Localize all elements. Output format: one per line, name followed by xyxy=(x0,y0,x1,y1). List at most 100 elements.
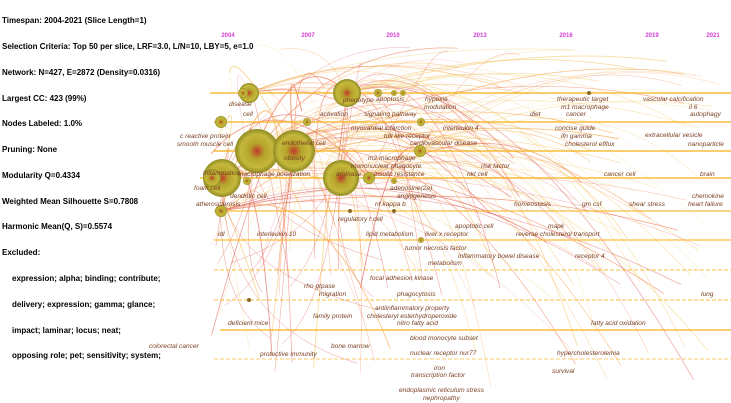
co-occurrence-link xyxy=(248,89,491,214)
year-label: 2007 xyxy=(301,33,315,39)
node-apoptosis[interactable] xyxy=(391,90,397,96)
co-occurrence-link xyxy=(340,71,696,179)
cluster-tracks xyxy=(200,92,731,360)
node-myocardial-infarction[interactable] xyxy=(303,118,311,126)
co-occurrence-link xyxy=(248,65,503,94)
keyword-label: lung xyxy=(701,291,714,298)
co-occurrence-link xyxy=(228,65,295,152)
co-occurrence-link xyxy=(346,83,641,283)
node-lipid-metabolism[interactable] xyxy=(418,237,424,243)
keyword-label: mapk xyxy=(548,223,565,230)
co-occurrence-link xyxy=(419,138,691,275)
node-insulin-resistance[interactable] xyxy=(363,172,375,184)
node-nf-kappa-b[interactable] xyxy=(392,209,396,213)
keyword-label: colorectal cancer xyxy=(149,343,200,350)
keyword-label: arginase xyxy=(336,171,362,178)
co-occurrence-link xyxy=(220,101,714,212)
node-disease[interactable] xyxy=(239,83,259,103)
co-occurrence-link xyxy=(220,187,548,243)
keyword-label: macrophage polarization xyxy=(238,171,311,178)
keyword-label: nanoparticle xyxy=(688,141,724,148)
co-occurrence-link xyxy=(346,76,639,152)
node-adenosine[interactable] xyxy=(391,178,397,184)
co-occurrence-link xyxy=(419,145,628,239)
co-occurrence-link xyxy=(220,195,678,231)
node-endothelial-cell[interactable] xyxy=(273,130,315,172)
year-label: 2013 xyxy=(473,33,487,39)
year-axis: 2004 2007 2010 2013 2016 2019 2021 xyxy=(221,33,720,39)
keyword-label: transcription factor xyxy=(411,372,466,379)
summary-line: Weighted Mean Silhouette S=0.7808 xyxy=(2,196,139,206)
co-occurrence-link xyxy=(248,64,551,94)
co-occurrence-link xyxy=(346,79,467,190)
node-atherosclerosis[interactable] xyxy=(215,205,227,217)
keyword-label: disease xyxy=(229,101,252,108)
co-occurrence-link xyxy=(340,129,591,179)
keyword-label: cholesterol efflux xyxy=(565,141,615,148)
co-occurrence-link xyxy=(419,136,597,334)
node-signaling-pathway[interactable] xyxy=(400,90,406,96)
node-c-reactive-protein[interactable] xyxy=(215,116,227,128)
keyword-label: reverse cholesterol transport xyxy=(516,231,601,238)
keyword-label: m1 macrophage xyxy=(561,104,609,111)
keyword-label: apoptosis xyxy=(376,96,405,103)
co-occurrence-link xyxy=(221,76,232,179)
keyword-label: endothelial cell xyxy=(282,140,326,147)
keyword-nodes[interactable] xyxy=(203,79,591,302)
keyword-label: c reactive protein xyxy=(180,133,231,140)
node-macrophage-polarization[interactable] xyxy=(323,160,359,196)
node-phenotype[interactable] xyxy=(374,89,382,97)
co-occurrence-link xyxy=(220,203,391,349)
co-occurrence-link xyxy=(225,150,295,306)
node-dendritic-cell[interactable] xyxy=(243,177,251,185)
co-occurrence-link xyxy=(368,50,449,179)
co-occurrence-link xyxy=(221,167,665,295)
keyword-label: hypercholesterolemia xyxy=(557,350,620,357)
year-label: 2004 xyxy=(221,33,235,39)
node-m2-macrophage[interactable] xyxy=(414,145,426,157)
keyword-label: foam cell xyxy=(194,185,221,192)
excluded-terms-line: impact; laminar; locus; neat; xyxy=(12,325,121,335)
keyword-label: smooth muscle cell xyxy=(177,141,234,148)
summary-line: Harmonic Mean(Q, S)=0.5574 xyxy=(2,222,113,232)
co-occurrence-link xyxy=(220,194,682,286)
co-occurrence-link xyxy=(368,155,497,271)
keyword-label: cancer xyxy=(566,111,587,118)
node-therapeutic-target[interactable] xyxy=(587,91,591,95)
co-occurrence-link xyxy=(220,187,621,285)
node-smooth-muscle-cell[interactable] xyxy=(235,129,279,173)
co-occurrence-link xyxy=(221,173,701,246)
keyword-label: dendritic cell xyxy=(230,193,267,200)
node-regulatory-t-cell[interactable] xyxy=(348,209,352,213)
keyword-label: risk factor xyxy=(481,163,510,170)
co-occurrence-link xyxy=(419,100,712,152)
keyword-label: hypoxia xyxy=(425,96,448,103)
node-inflammation[interactable] xyxy=(203,169,221,187)
keyword-label: fatty acid oxidation xyxy=(591,320,646,327)
node-interleukin-4[interactable] xyxy=(417,118,425,126)
co-occurrence-link xyxy=(221,120,340,179)
node-deficient-mice[interactable] xyxy=(247,298,251,302)
keyword-label: cancer cell xyxy=(604,171,636,178)
keyword-label: inflammatory bowel disease xyxy=(458,253,540,260)
co-occurrence-link xyxy=(419,137,578,347)
co-occurrence-link xyxy=(266,70,348,109)
co-occurrence-link xyxy=(340,101,400,179)
keyword-label: modulation xyxy=(424,104,457,111)
co-occurrence-link xyxy=(248,89,608,380)
co-occurrence-link xyxy=(340,148,422,208)
co-occurrence-link xyxy=(293,121,590,215)
node-cell[interactable] xyxy=(238,88,248,98)
co-occurrence-link xyxy=(210,119,370,179)
co-occurrence-links xyxy=(210,44,721,387)
node-activation[interactable] xyxy=(333,79,361,107)
keyword-label: bone marrow xyxy=(331,343,371,350)
co-occurrence-link xyxy=(303,97,421,152)
keyword-label: phagocytosis xyxy=(396,291,436,298)
node-foam-cell[interactable] xyxy=(203,159,241,197)
keyword-label: cholesteryl esterhydroperoxide xyxy=(367,313,457,320)
keyword-label: vascular calcification xyxy=(643,96,704,103)
keyword-label: m2 macrophage xyxy=(368,155,416,162)
co-occurrence-link xyxy=(337,148,370,270)
